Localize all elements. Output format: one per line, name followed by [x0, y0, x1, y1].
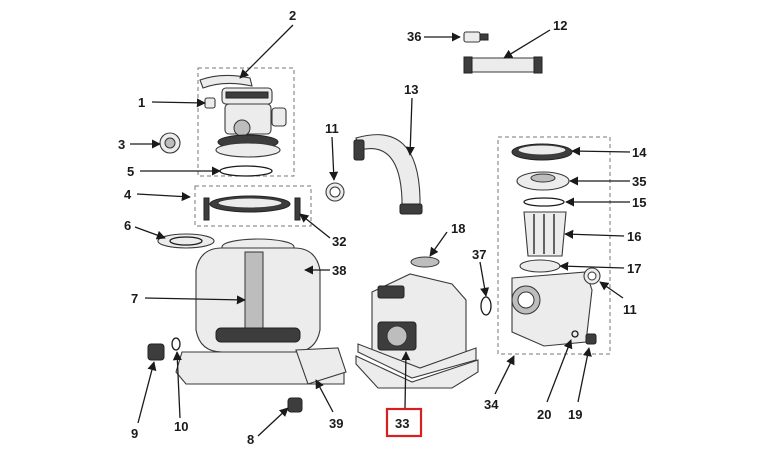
callout-11: 11 — [623, 302, 637, 317]
callout-2: 2 — [289, 8, 296, 23]
callout-12: 12 — [553, 18, 567, 33]
callout-36: 36 — [407, 29, 421, 44]
callout-6: 6 — [124, 218, 131, 233]
pump-motor — [355, 256, 492, 389]
callout-5: 5 — [127, 164, 134, 179]
callout-13: 13 — [404, 82, 418, 97]
hose-parts — [325, 31, 543, 215]
callout-4: 4 — [124, 187, 132, 202]
callout-10: 10 — [174, 419, 188, 434]
callout-34: 34 — [484, 397, 499, 412]
callout-32: 32 — [332, 234, 346, 249]
callout-38: 38 — [332, 263, 346, 278]
callout-labels: 2 1 3 5 4 6 7 38 32 11 13 36 12 18 37 14… — [118, 8, 647, 447]
strainer-assembly — [497, 136, 611, 355]
callout-16: 16 — [627, 229, 641, 244]
callout-1: 1 — [138, 95, 145, 110]
callout-18: 18 — [451, 221, 465, 236]
leader-lines — [130, 24, 631, 437]
callout-11: 11 — [325, 121, 339, 136]
callout-19: 19 — [568, 407, 582, 422]
callout-9: 9 — [131, 426, 138, 441]
callout-35: 35 — [632, 174, 646, 189]
callout-8: 8 — [247, 432, 254, 447]
callout-37: 37 — [472, 247, 486, 262]
callout-17: 17 — [627, 261, 641, 276]
callout-39: 39 — [329, 416, 343, 431]
callout-33: 33 — [395, 416, 409, 431]
callout-14: 14 — [632, 145, 647, 160]
callout-33-highlight-box — [385, 407, 423, 438]
callout-15: 15 — [632, 195, 646, 210]
filter-assembly — [147, 67, 347, 413]
callout-3: 3 — [118, 137, 125, 152]
callout-7: 7 — [131, 291, 138, 306]
callout-20: 20 — [537, 407, 551, 422]
